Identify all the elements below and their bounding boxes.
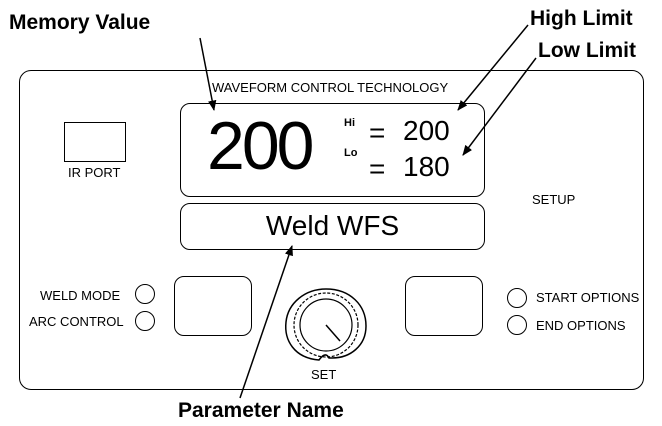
arc-control-label: ARC CONTROL xyxy=(29,314,124,329)
low-limit-value: 180 xyxy=(403,151,450,182)
high-limit-arrow xyxy=(457,24,529,111)
set-knob[interactable] xyxy=(285,288,367,361)
start-options-label: START OPTIONS xyxy=(536,290,640,305)
arc-control-led xyxy=(135,311,155,331)
left-select-button[interactable] xyxy=(174,276,252,336)
setup-label: SETUP xyxy=(532,192,576,207)
parameter-display xyxy=(180,203,485,250)
end-options-led xyxy=(507,315,527,335)
knob-indicator-line xyxy=(325,324,341,342)
ir-port-label: IR PORT xyxy=(68,165,121,180)
memory-value-readout: 200 xyxy=(207,108,314,184)
control-panel xyxy=(19,70,644,390)
parameter-name-text: Weld WFS xyxy=(265,210,400,241)
set-label: SET xyxy=(311,367,337,382)
equals-sign-lo: = xyxy=(369,153,386,184)
memory-value-callout: Memory Value xyxy=(9,11,151,34)
low-limit-callout: Low Limit xyxy=(538,39,636,62)
weld-mode-led xyxy=(135,284,155,304)
high-limit-callout: High Limit xyxy=(530,7,633,30)
hi-indicator: Hi xyxy=(344,117,355,129)
high-limit-value: 200 xyxy=(403,115,450,146)
parameter-name-callout: Parameter Name xyxy=(178,399,344,422)
right-select-button[interactable] xyxy=(405,276,483,336)
main-display xyxy=(180,103,485,197)
lo-indicator: Lo xyxy=(344,147,358,159)
start-options-led xyxy=(507,288,527,308)
end-options-label: END OPTIONS xyxy=(536,318,626,333)
low-limit-arrow xyxy=(462,57,537,156)
parameter-name-arrow xyxy=(239,245,293,399)
equals-sign-hi: = xyxy=(369,117,386,148)
panel-header: WAVEFORM CONTROL TECHNOLOGY xyxy=(212,80,449,95)
ir-port-window xyxy=(64,122,126,162)
memory-value-arrow xyxy=(199,37,217,112)
weld-mode-label: WELD MODE xyxy=(40,288,121,303)
